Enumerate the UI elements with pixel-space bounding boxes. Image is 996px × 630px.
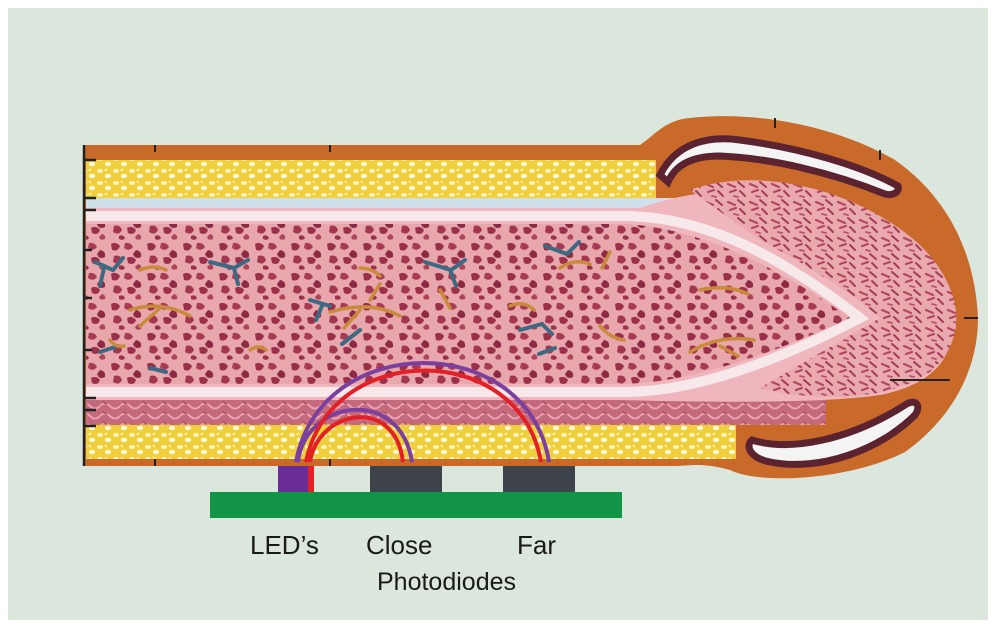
close-photodiode-label: Close: [366, 532, 432, 558]
dermis-bottom: [86, 400, 826, 425]
sensor-board: [210, 492, 622, 518]
photodiode-close: [370, 466, 442, 492]
far-photodiode-label: Far: [517, 532, 556, 558]
photodiode-far: [503, 466, 575, 492]
fat-layer-top: [86, 160, 656, 198]
photodiodes-label: Photodiodes: [377, 570, 516, 595]
dermis-top: [86, 198, 676, 208]
led-label: LED’s: [250, 532, 319, 558]
led-emitter-red-edge: [308, 466, 314, 492]
